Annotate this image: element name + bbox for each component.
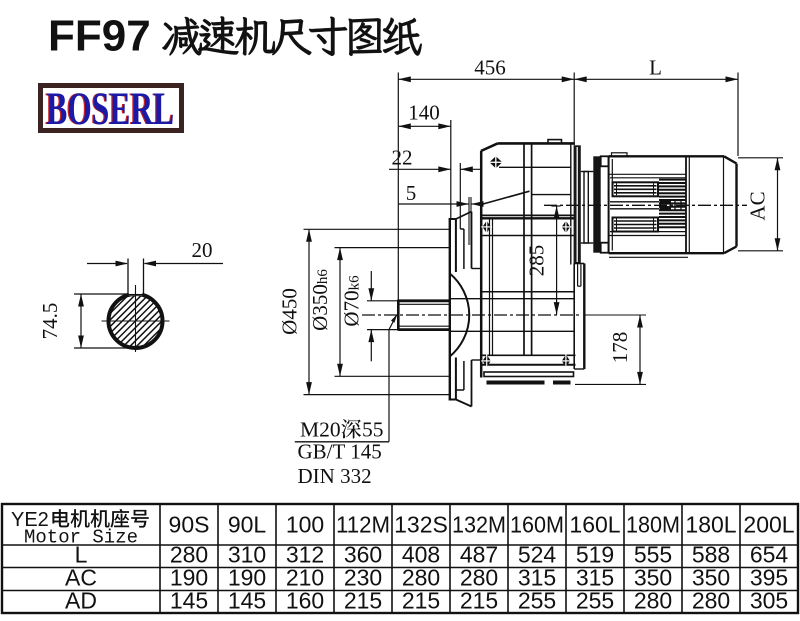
svg-text:AD: AD — [65, 587, 97, 613]
svg-text:178: 178 — [608, 332, 632, 364]
svg-text:280: 280 — [692, 587, 730, 613]
svg-text:55: 55 — [362, 418, 384, 442]
svg-text:456: 456 — [474, 55, 506, 79]
svg-text:GB/T 145: GB/T 145 — [298, 440, 382, 464]
svg-text:588: 588 — [692, 541, 730, 567]
svg-text:L: L — [649, 56, 662, 80]
svg-text:280: 280 — [460, 564, 498, 590]
svg-text:210: 210 — [286, 564, 324, 590]
svg-text:M20: M20 — [300, 418, 341, 442]
svg-text:310: 310 — [228, 541, 266, 567]
svg-text:Ø450: Ø450 — [278, 288, 302, 335]
svg-text:350: 350 — [692, 564, 730, 590]
svg-text:312: 312 — [286, 541, 324, 567]
svg-text:305: 305 — [750, 587, 788, 613]
svg-text:487: 487 — [460, 541, 498, 567]
svg-text:180M: 180M — [626, 512, 680, 538]
svg-text:255: 255 — [576, 587, 614, 613]
svg-text:112M: 112M — [336, 512, 390, 538]
svg-text:215: 215 — [344, 587, 382, 613]
svg-text:90S: 90S — [169, 512, 210, 538]
svg-text:BOSERL: BOSERL — [46, 83, 174, 135]
svg-text:160M: 160M — [510, 512, 564, 538]
svg-text:190: 190 — [170, 564, 208, 590]
svg-text:524: 524 — [518, 541, 557, 567]
svg-text:22: 22 — [392, 146, 413, 170]
svg-text:315: 315 — [518, 564, 556, 590]
svg-text:200L: 200L — [743, 512, 794, 538]
svg-text:350: 350 — [634, 564, 672, 590]
svg-text:360: 360 — [344, 541, 382, 567]
svg-text:215: 215 — [460, 587, 498, 613]
svg-text:100: 100 — [286, 512, 324, 538]
svg-text:160: 160 — [286, 587, 324, 613]
svg-text:180L: 180L — [685, 512, 736, 538]
svg-text:90L: 90L — [228, 512, 267, 538]
svg-text:285: 285 — [525, 245, 549, 277]
svg-text:280: 280 — [634, 587, 672, 613]
svg-text:74.5: 74.5 — [38, 303, 62, 340]
svg-text:280: 280 — [402, 564, 440, 590]
svg-text:BOSERL: BOSERL — [45, 83, 173, 135]
svg-text:230: 230 — [344, 564, 382, 590]
svg-text:395: 395 — [750, 564, 788, 590]
svg-text:Motor Size: Motor Size — [24, 527, 138, 549]
svg-text:AC: AC — [65, 564, 97, 590]
svg-text:280: 280 — [170, 541, 208, 567]
svg-text:519: 519 — [576, 541, 614, 567]
svg-text:555: 555 — [634, 541, 672, 567]
svg-text:132S: 132S — [394, 512, 448, 538]
svg-text:FF97: FF97 — [48, 12, 151, 61]
svg-text:DIN 332: DIN 332 — [298, 464, 372, 488]
svg-text:L: L — [75, 541, 88, 567]
svg-text:255: 255 — [518, 587, 556, 613]
svg-text:140: 140 — [408, 101, 440, 125]
svg-text:408: 408 — [402, 541, 440, 567]
svg-text:20: 20 — [192, 238, 213, 262]
svg-text:315: 315 — [576, 564, 614, 590]
svg-text:132M: 132M — [452, 512, 506, 538]
svg-text:145: 145 — [170, 587, 208, 613]
svg-text:160L: 160L — [569, 512, 620, 538]
svg-text:145: 145 — [228, 587, 266, 613]
svg-text:215: 215 — [402, 587, 440, 613]
svg-text:190: 190 — [228, 564, 266, 590]
svg-text:YE2: YE2 — [11, 509, 49, 531]
svg-text:5: 5 — [406, 181, 417, 205]
svg-text:654: 654 — [750, 541, 789, 567]
svg-text:AC: AC — [746, 191, 770, 220]
